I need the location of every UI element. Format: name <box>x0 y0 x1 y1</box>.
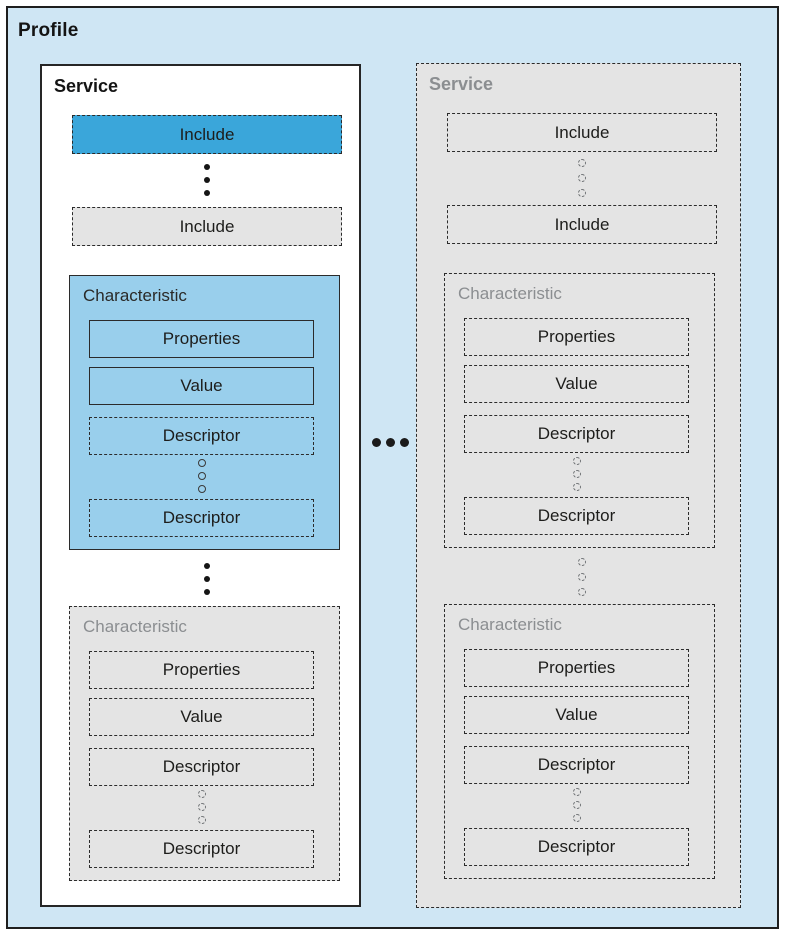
service-title: Service <box>54 76 119 96</box>
properties-box: Properties <box>89 651 314 689</box>
ring <box>572 483 581 491</box>
characteristic-box-active: Characteristic Properties Value Descript… <box>69 275 340 550</box>
descriptor-box: Descriptor <box>89 417 314 455</box>
ring <box>572 457 581 465</box>
ring <box>578 174 586 182</box>
descriptor-box: Descriptor <box>464 415 689 453</box>
ring <box>197 459 206 467</box>
ring <box>572 801 581 809</box>
dot <box>204 589 210 595</box>
ring <box>572 788 581 796</box>
profile-title: Profile <box>18 20 79 41</box>
dot <box>204 576 210 582</box>
characteristic-title: Characteristic <box>458 284 562 303</box>
service-panel-ghost: Service Include Include Characteristic P… <box>416 63 741 908</box>
includes-ellipsis-icon <box>72 158 342 202</box>
descriptors-ellipsis-icon <box>464 455 689 493</box>
ring <box>197 816 206 824</box>
descriptor-box: Descriptor <box>464 497 689 535</box>
ring <box>578 558 586 566</box>
include-box-ghost: Include <box>447 205 717 244</box>
characteristic-box-ghost: Characteristic Properties Value Descript… <box>444 273 715 548</box>
descriptor-box: Descriptor <box>464 828 689 866</box>
include-box-active: Include <box>72 115 342 154</box>
ring <box>572 470 581 478</box>
characteristic-title: Characteristic <box>83 286 187 305</box>
dot <box>385 437 395 447</box>
ring <box>578 573 586 581</box>
characteristic-title: Characteristic <box>458 615 562 634</box>
characteristics-ellipsis-icon <box>447 556 717 598</box>
includes-ellipsis-icon <box>447 156 717 200</box>
value-box: Value <box>89 698 314 736</box>
ring <box>197 803 206 811</box>
descriptor-box: Descriptor <box>89 748 314 786</box>
characteristic-box-ghost: Characteristic Properties Value Descript… <box>444 604 715 879</box>
ring <box>578 159 586 167</box>
ring <box>197 790 206 798</box>
properties-box: Properties <box>464 318 689 356</box>
descriptor-box: Descriptor <box>89 499 314 537</box>
descriptor-box: Descriptor <box>89 830 314 868</box>
profile-container: Profile Service Include Include Characte… <box>6 6 779 929</box>
dot <box>399 437 409 447</box>
services-ellipsis-icon <box>367 434 413 450</box>
dot <box>371 437 381 447</box>
ring <box>578 588 586 596</box>
characteristic-box-ghost: Characteristic Properties Value Descript… <box>69 606 340 881</box>
ring <box>197 472 206 480</box>
properties-box: Properties <box>464 649 689 687</box>
include-box-ghost: Include <box>72 207 342 246</box>
properties-box: Properties <box>89 320 314 358</box>
dot <box>204 164 210 170</box>
descriptors-ellipsis-icon <box>464 786 689 824</box>
value-box: Value <box>464 696 689 734</box>
ring <box>572 814 581 822</box>
dot <box>204 563 210 569</box>
descriptors-ellipsis-icon <box>89 788 314 826</box>
service-title: Service <box>429 74 494 94</box>
characteristics-ellipsis-icon <box>72 558 342 600</box>
value-box: Value <box>464 365 689 403</box>
dot <box>204 190 210 196</box>
characteristic-title: Characteristic <box>83 617 187 636</box>
include-box-ghost: Include <box>447 113 717 152</box>
descriptor-box: Descriptor <box>464 746 689 784</box>
ring <box>197 485 206 493</box>
descriptors-ellipsis-icon <box>89 457 314 495</box>
dot <box>204 177 210 183</box>
ring <box>578 189 586 197</box>
service-panel-active: Service Include Include Characteristic P… <box>40 64 361 907</box>
value-box: Value <box>89 367 314 405</box>
